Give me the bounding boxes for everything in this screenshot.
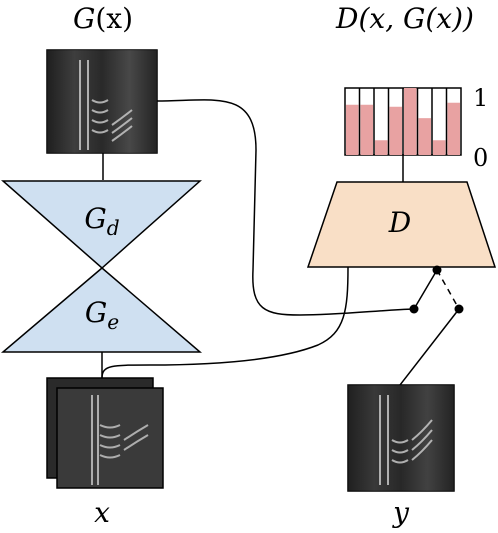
axis-max-label: 1: [473, 84, 488, 112]
output-bars: [346, 88, 460, 155]
output-bar-6: [418, 118, 431, 155]
generator: Gd Ge: [0, 180, 203, 353]
x-wire: [101, 266, 349, 379]
d-label: D: [388, 206, 411, 239]
output-bar-8: [447, 102, 460, 155]
input-spectrogram-stack: [46, 377, 164, 489]
x-label: x: [94, 496, 110, 529]
output-bar-5: [404, 88, 417, 155]
switch-dashed: [436, 269, 460, 310]
y-wire: [399, 308, 460, 386]
output-bar-1: [346, 104, 359, 155]
generated-spectrogram: [46, 49, 158, 154]
switch-contact-gx: [409, 304, 419, 314]
output-bar-3: [375, 140, 388, 155]
switch-contact-y: [454, 304, 464, 314]
discriminator-output: 1 0: [344, 84, 488, 172]
gx-wire: [156, 99, 415, 316]
output-bar-2: [360, 104, 373, 155]
real-spectrogram: [347, 384, 455, 492]
ge-label: Ge: [85, 296, 119, 334]
switch-arm: [413, 269, 438, 310]
output-bar-7: [433, 140, 446, 155]
y-label: y: [391, 496, 410, 529]
gd-label: Gd: [84, 202, 119, 240]
axis-min-label: 0: [473, 144, 488, 172]
discriminator: [306, 181, 497, 268]
output-bar-4: [389, 106, 402, 155]
dx-title: D(x, G(x)): [335, 2, 474, 35]
generator-decoder: [1, 180, 202, 270]
gx-title: G(x): [73, 2, 133, 35]
switch-pivot: [432, 265, 442, 275]
